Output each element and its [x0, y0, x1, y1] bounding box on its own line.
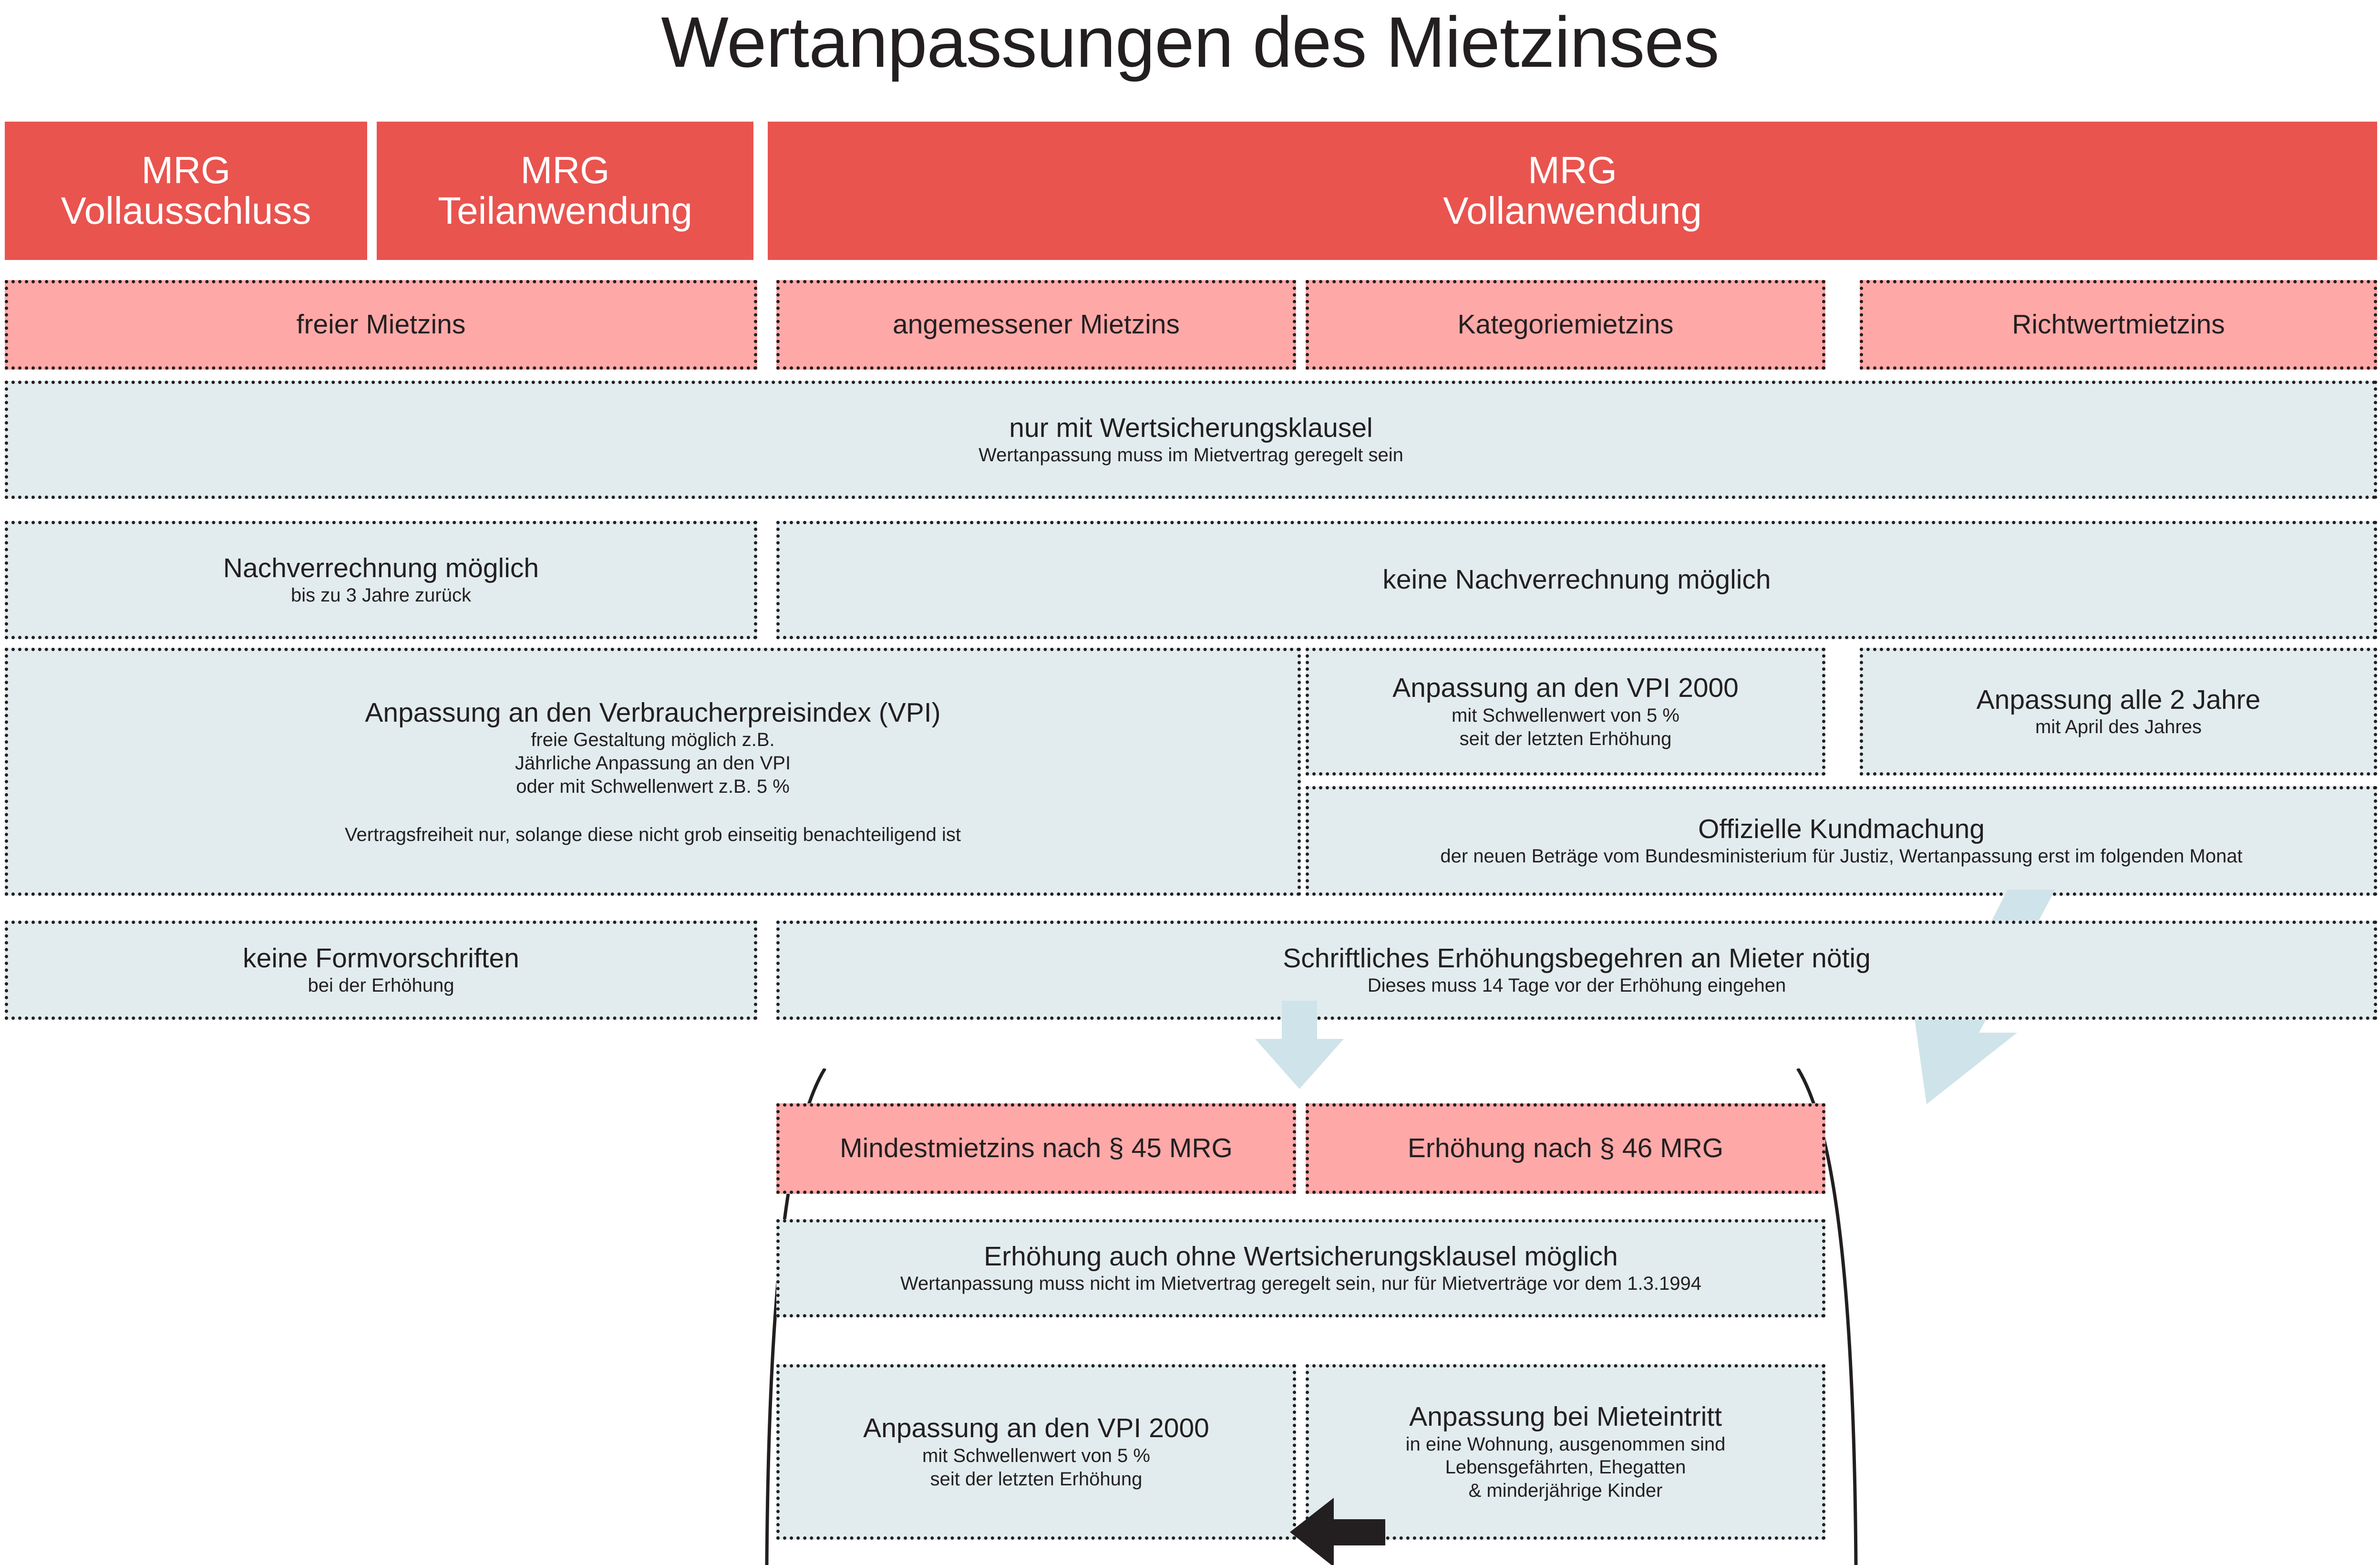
arrow-down-icon: [1255, 1001, 1344, 1089]
bottom-label: Mindestmietzins nach § 45 MRG: [840, 1133, 1233, 1164]
rent-type-kategoriemietzins: Kategoriemietzins: [1306, 280, 1825, 370]
rent-type-label: Kategoriemietzins: [1457, 309, 1674, 340]
header-line1: MRG: [520, 149, 610, 192]
row-sub-2: seit der letzten Erhöhung: [930, 1468, 1143, 1490]
vpi2000-sub-1: mit Schwellenwert von 5 %: [1452, 705, 1679, 726]
rent-type-label: freier Mietzins: [296, 309, 466, 340]
arrow-left-icon: [1290, 1498, 1385, 1565]
row-sub-1: mit Schwellenwert von 5 %: [922, 1445, 1150, 1466]
header-mrg-vollanwendung: MRG Vollanwendung: [768, 122, 2377, 260]
vpi-sub-2: Jährliche Anpassung an den VPI: [515, 752, 791, 774]
row-anpassung-alle-2-jahre: Anpassung alle 2 Jahre mit April des Jah…: [1860, 648, 2377, 776]
row-main-text: keine Nachverrechnung möglich: [1382, 564, 1771, 595]
row-anpassung-vpi-2000: Anpassung an den VPI 2000 mit Schwellenw…: [1306, 648, 1825, 776]
row-wertsicherungsklausel: nur mit Wertsicherungsklausel Wertanpass…: [5, 381, 2377, 499]
row-main-text: Schriftliches Erhöhungsbegehren an Miete…: [1283, 943, 1871, 974]
vpi2000-sub-2: seit der letzten Erhöhung: [1459, 728, 1672, 749]
row-main-text: Anpassung an den VPI 2000: [863, 1413, 1209, 1444]
zweijahre-sub-text: mit April des Jahres: [2035, 716, 2202, 738]
row-sub-text: bei der Erhöhung: [308, 975, 454, 996]
row-main-text: Erhöhung auch ohne Wertsicherungsklausel…: [984, 1241, 1618, 1272]
kundmachung-sub-text: der neuen Beträge vom Bundesministerium …: [1440, 846, 2243, 867]
rent-type-label: angemessener Mietzins: [893, 309, 1180, 340]
row-sub-text: Wertanpassung muss im Mietvertrag gerege…: [979, 445, 1403, 466]
row-main-text: Anpassung bei Mieteintritt: [1409, 1401, 1722, 1432]
row-sub-text: Wertanpassung muss nicht im Mietvertrag …: [900, 1273, 1702, 1295]
row-sub-text: bis zu 3 Jahre zurück: [291, 585, 471, 606]
row-keine-formvorschriften: keine Formvorschriften bei der Erhöhung: [5, 921, 757, 1020]
header-line2: Vollausschluss: [61, 189, 311, 232]
bottom-mindestmietzins-45: Mindestmietzins nach § 45 MRG: [776, 1103, 1296, 1194]
rent-type-label: Richtwertmietzins: [2012, 309, 2225, 340]
vpi-sub-4: Vertragsfreiheit nur, solange diese nich…: [345, 824, 961, 845]
header-line1: MRG: [1528, 149, 1617, 192]
row-main-text: nur mit Wertsicherungsklausel: [1009, 412, 1373, 443]
row-offizielle-kundmachung: Offizielle Kundmachung der neuen Beträge…: [1306, 786, 2377, 896]
bottom-label: Erhöhung nach § 46 MRG: [1407, 1133, 1724, 1164]
page-title: Wertanpassungen des Mietzinses: [661, 2, 1719, 82]
header-mrg-teilanwendung: MRG Teilanwendung: [377, 122, 753, 260]
rent-type-richtwertmietzins: Richtwertmietzins: [1860, 280, 2377, 370]
rent-type-freier-mietzins: freier Mietzins: [5, 280, 757, 370]
header-line2: Teilanwendung: [438, 189, 692, 232]
row-anpassung-vpi: Anpassung an den Verbraucherpreisindex (…: [5, 648, 1301, 896]
bottom-anpassung-vpi-2000: Anpassung an den VPI 2000 mit Schwellenw…: [776, 1364, 1296, 1540]
row-keine-nachverrechnung: keine Nachverrechnung möglich: [776, 521, 2377, 639]
row-main-text: Nachverrechnung möglich: [223, 552, 539, 583]
row-main-text: keine Formvorschriften: [243, 943, 519, 974]
row-sub-1: in eine Wohnung, ausgenommen sind: [1405, 1433, 1726, 1455]
bottom-erhoehung-46: Erhöhung nach § 46 MRG: [1306, 1103, 1825, 1194]
row-sub-2: Lebensgefährten, Ehegatten: [1445, 1457, 1686, 1478]
bottom-anpassung-bei-mieteintritt: Anpassung bei Mieteintritt in eine Wohnu…: [1306, 1364, 1825, 1540]
zweijahre-main-text: Anpassung alle 2 Jahre: [1976, 684, 2261, 715]
row-nachverrechnung-moeglich: Nachverrechnung möglich bis zu 3 Jahre z…: [5, 521, 757, 639]
vpi-main-text: Anpassung an den Verbraucherpreisindex (…: [365, 697, 941, 728]
rent-type-angemessener-mietzins: angemessener Mietzins: [776, 280, 1296, 370]
header-line2: Vollanwendung: [1443, 189, 1702, 232]
bottom-erhoehung-ohne-wertsicherungsklausel: Erhöhung auch ohne Wertsicherungsklausel…: [776, 1219, 1825, 1317]
vpi-sub-1: freie Gestaltung möglich z.B.: [531, 729, 775, 751]
row-schriftliches-erhoehungsbegehren: Schriftliches Erhöhungsbegehren an Miete…: [776, 921, 2377, 1020]
vpi-sub-3: oder mit Schwellenwert z.B. 5 %: [516, 776, 790, 797]
row-sub-3: & minderjährige Kinder: [1468, 1480, 1663, 1502]
vpi2000-main-text: Anpassung an den VPI 2000: [1392, 673, 1739, 704]
row-sub-text: Dieses muss 14 Tage vor der Erhöhung ein…: [1367, 975, 1786, 996]
kundmachung-main-text: Offizielle Kundmachung: [1698, 813, 1985, 844]
header-mrg-vollausschluss: MRG Vollausschluss: [5, 122, 367, 260]
header-line1: MRG: [141, 149, 231, 192]
